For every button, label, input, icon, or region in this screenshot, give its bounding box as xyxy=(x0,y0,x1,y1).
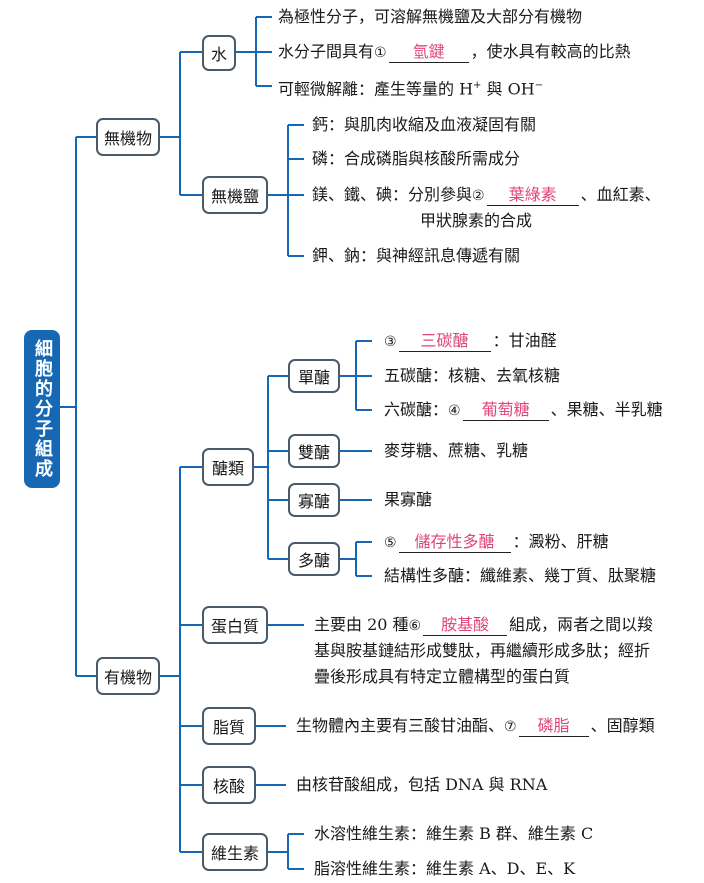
protein-leaf-3: 疊後形成具有特定立體構型的蛋白質 xyxy=(314,667,571,686)
node-monosaccharide: 單醣 xyxy=(288,359,340,393)
water-leaf-3: 可輕微解離：產生等量的 H+ 與 OH− xyxy=(278,79,544,99)
salt-leaf-phosphorus: 磷：合成磷脂與核酸所需成分 xyxy=(312,149,521,168)
root-node: 細胞的分子組成 xyxy=(24,330,60,488)
salt-leaf-mg-fe-i-cont: 甲狀腺素的合成 xyxy=(420,211,533,230)
node-protein: 蛋白質 xyxy=(202,606,268,644)
blank-number-5: ⑤ xyxy=(384,535,397,551)
answer-blank-4: 葡萄糖 xyxy=(462,400,549,421)
blank-number-6: ⑥ xyxy=(408,618,422,634)
vitamin-leaf-fat: 脂溶性維生素：維生素 A、D、E、K xyxy=(314,859,576,878)
protein-leaf-2: 基與胺基鏈結形成雙肽，再繼續形成多肽；經折 xyxy=(314,641,651,660)
oligo-leaf: 果寡醣 xyxy=(384,490,433,509)
answer-blank-6: 胺基酸 xyxy=(423,615,508,636)
answer-blank-3: 三碳醣 xyxy=(398,331,491,352)
nucleic-leaf: 由核苷酸組成，包括 DNA 與 RNA xyxy=(296,775,548,794)
node-water: 水 xyxy=(202,35,236,71)
node-inorganic-salts: 無機鹽 xyxy=(202,176,268,214)
water-leaf-1: 為極性分子，可溶解無機鹽及大部分有機物 xyxy=(278,7,583,26)
blank-number-4: ④ xyxy=(448,403,461,419)
node-lipid: 脂質 xyxy=(202,707,256,745)
node-vitamin: 維生素 xyxy=(202,833,268,871)
node-sugars: 醣類 xyxy=(202,448,254,486)
poly-leaf-structural: 結構性多醣：纖維素、幾丁質、肽聚糖 xyxy=(384,566,657,585)
salt-leaf-k-na: 鉀、鈉：與神經訊息傳遞有關 xyxy=(312,246,521,265)
node-organic: 有機物 xyxy=(96,657,160,695)
answer-blank-7: 磷脂 xyxy=(518,716,589,737)
blank-number-3: ③ xyxy=(384,334,397,350)
blank-number-7: ⑦ xyxy=(504,719,517,735)
answer-blank-5: 儲存性多醣 xyxy=(398,532,511,553)
node-inorganic: 無機物 xyxy=(96,118,160,156)
salt-leaf-calcium: 鈣：與肌肉收縮及血液凝固有關 xyxy=(312,115,537,134)
node-oligosaccharide: 寡醣 xyxy=(288,483,340,517)
node-disaccharide: 雙醣 xyxy=(288,434,340,468)
di-leaf: 麥芽糖、蔗糖、乳糖 xyxy=(384,441,529,460)
blank-number-2: ② xyxy=(472,188,485,204)
blank-number-1: ① xyxy=(374,45,387,61)
node-nucleic-acid: 核酸 xyxy=(202,766,256,804)
mono-leaf-pentose: 五碳醣：核糖、去氧核糖 xyxy=(384,366,561,385)
answer-blank-2: 葉綠素 xyxy=(486,185,579,206)
vitamin-leaf-water: 水溶性維生素：維生素 B 群、維生素 C xyxy=(314,824,594,843)
answer-blank-1: 氫鍵 xyxy=(388,42,469,63)
node-polysaccharide: 多醣 xyxy=(288,542,340,576)
